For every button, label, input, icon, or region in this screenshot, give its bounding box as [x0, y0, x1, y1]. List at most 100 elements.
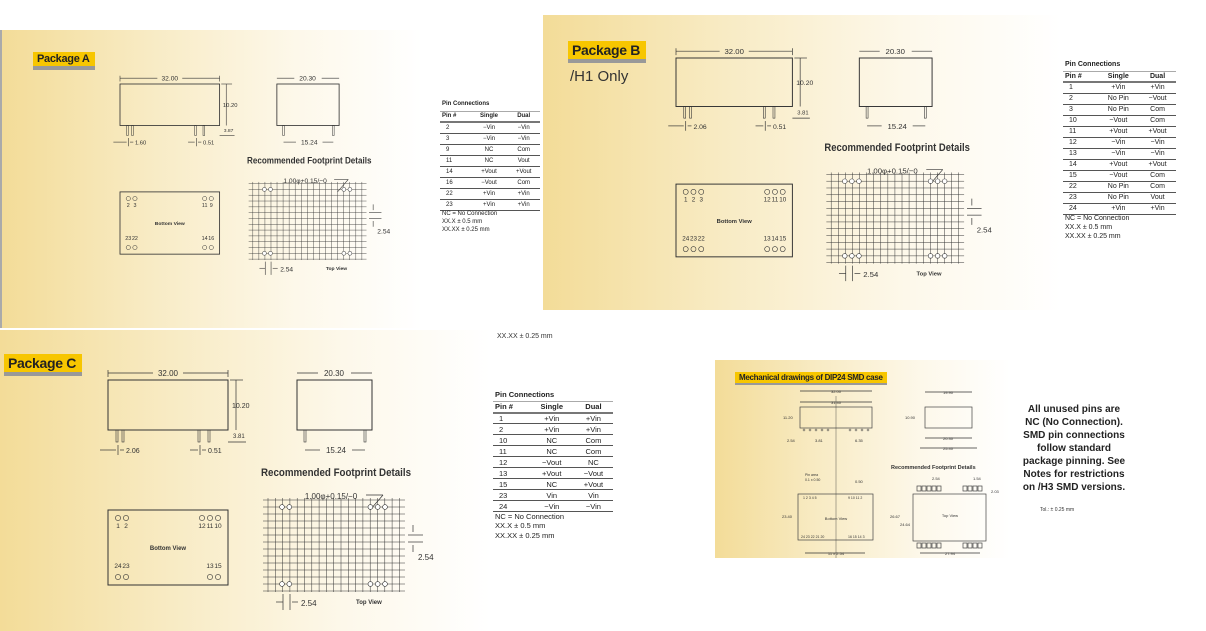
pin [121, 429, 125, 443]
pin-hole [207, 515, 213, 521]
table-cell: +Vin [507, 188, 540, 200]
pin-hole [132, 196, 138, 201]
pin-number: 24 [114, 563, 122, 570]
pin-hole [123, 574, 129, 580]
pin-number: 10 [214, 523, 222, 530]
pin-hole [682, 246, 689, 252]
table-cell: 2 [440, 122, 471, 134]
table-row: 11+Vout+Vout [1063, 126, 1176, 138]
table-cell: −Vin [507, 133, 540, 145]
pin-hole [208, 196, 214, 201]
footprint-hole [262, 251, 267, 256]
pin-number: 23 [122, 563, 130, 570]
dimension: 25.40 [943, 446, 954, 451]
pin [860, 428, 864, 432]
pin [194, 125, 197, 136]
package-c-badge: Package C [4, 354, 82, 376]
pin-hole [125, 245, 131, 250]
pin [202, 125, 205, 136]
top-view-label: Top View [356, 600, 382, 606]
table-cell: 11 [1063, 126, 1098, 138]
table-cell: +Vin [1097, 203, 1140, 215]
pin [197, 429, 201, 443]
dimension: 27.94 [945, 551, 956, 556]
table-cell: +Vin [1097, 82, 1140, 94]
table-cell: No Pin [1097, 192, 1140, 204]
table-cell: −Vout [529, 456, 574, 468]
pin-hole [123, 515, 129, 521]
dimension: 10.90 [905, 415, 916, 420]
pin-hole [115, 515, 121, 521]
pin-number: 23 [125, 236, 131, 242]
smd-panel [715, 360, 1010, 558]
pin [363, 429, 367, 443]
footprint-hole [375, 581, 381, 587]
pin-numbers: 24 23 22 21 20 [801, 535, 824, 539]
table-cell: 3 [440, 133, 471, 145]
pin-hole [215, 574, 221, 580]
table-cell: −Vin [470, 122, 508, 134]
table-cell: No Pin [1097, 93, 1140, 105]
pin-hole [779, 246, 786, 252]
dimension: 0.1 x 0.50 [805, 478, 820, 482]
end-view-body [296, 379, 373, 431]
pin-number: 10 [779, 197, 787, 204]
pin-number: 11 [202, 203, 208, 209]
pin-numbers: 1 2 3 4 5 [803, 496, 817, 500]
footprint-hole [286, 581, 293, 587]
pin-table-caption: Pin Connections [1063, 60, 1176, 72]
smd-pad [977, 485, 983, 492]
dimension: 26.67 [890, 514, 901, 519]
table-cell: 22 [1063, 181, 1098, 193]
table-cell: Com [573, 434, 613, 446]
dimension: 0.50 [855, 479, 864, 484]
width-dimension: 32.00 [724, 47, 743, 56]
footprint-title: Recommended Footprint Details [261, 467, 411, 479]
pin-hole [772, 189, 778, 195]
pin [854, 428, 858, 432]
pin [332, 125, 335, 136]
dimension: 2.54 [932, 476, 941, 481]
pin-span-dimension: 15.24 [301, 140, 318, 147]
hole-dimension: 1.00φ+0.15/−0 [283, 178, 327, 185]
table-cell: NC [470, 144, 508, 156]
table-note: XX.XX ± 0.25 mm [495, 530, 555, 540]
bottom-view-body [797, 493, 874, 541]
table-note: NC = No Connection [1065, 215, 1130, 223]
table-cell: 15 [1063, 170, 1098, 182]
pin-number: 2 [127, 203, 130, 209]
footprint-hole [942, 178, 948, 184]
pin [826, 428, 830, 432]
pin-hole [764, 189, 770, 195]
table-cell: −Vout [1097, 115, 1140, 127]
pin-number: 14 [771, 235, 779, 242]
dimension: 32.00 [831, 389, 842, 394]
table-row: 23+Vin+Vin [440, 199, 540, 211]
pin-hole [208, 245, 214, 250]
table-cell: +Vout [1139, 159, 1176, 171]
table-cell: Com [1139, 104, 1176, 116]
footprint-title: Recommended Footprint Details [824, 142, 970, 154]
table-cell: +Vin [470, 188, 508, 200]
table-cell: −Vin [1097, 148, 1140, 160]
table-row: 3−Vin−Vin [440, 133, 540, 145]
pin-length-dimension: 3.87 [224, 128, 234, 134]
footprint-hole [849, 178, 855, 184]
bottom-view-body [675, 183, 793, 258]
pin-number: 11 [772, 197, 779, 204]
column-header: Dual [507, 111, 540, 123]
table-cell: −Vin [1139, 137, 1176, 149]
table-row: 1+Vin+Vin [493, 412, 613, 424]
pin-pitch-dimension: 2.06 [126, 448, 140, 455]
bottom-view-body [107, 509, 229, 586]
pin [820, 428, 824, 432]
